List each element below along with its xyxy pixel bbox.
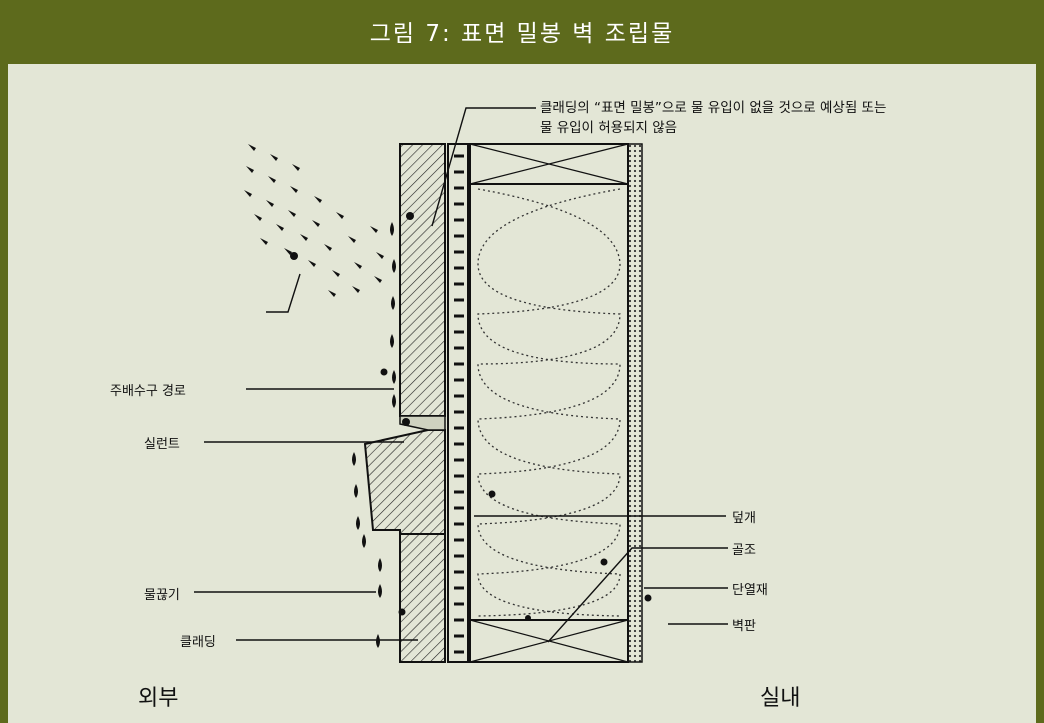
wall-diagram [194, 107, 728, 663]
figure-title: 그림 7: 표면 밀봉 벽 조립물 [369, 21, 675, 47]
stud-cavity [469, 143, 629, 663]
label-insulation: 단열재 [732, 583, 768, 598]
sheathing-strip [447, 143, 469, 663]
label-cladding: 클래딩 [180, 635, 216, 650]
label-drainage-path: 주배수구 경로 [110, 384, 186, 399]
insulation-batt [477, 188, 621, 617]
label-sealant: 실런트 [144, 437, 180, 452]
sealant-joint [399, 415, 446, 431]
trim-piece [363, 429, 446, 535]
sealant-bead [402, 418, 410, 426]
label-wallboard: 벽판 [732, 619, 756, 634]
water-film [352, 212, 652, 648]
sheathing-ticks [454, 154, 464, 654]
cladding-lower [399, 533, 446, 663]
label-framing: 골조 [732, 543, 756, 558]
leader-annotation [431, 107, 536, 227]
label-exterior: 외부 [138, 686, 179, 711]
label-interior: 실내 [760, 686, 801, 711]
annotation-line-1: 클래딩의 “표면 밀봉”으로 물 유입이 없을 것으로 예상됨 또는 [540, 100, 887, 116]
leader-framing [547, 547, 728, 643]
label-sheathing: 덮개 [732, 511, 756, 526]
diagram-panel: 클래딩의 “표면 밀봉”으로 물 유입이 없을 것으로 예상됨 또는 물 유입이… [8, 64, 1036, 723]
annotation-note: 클래딩의 “표면 밀봉”으로 물 유입이 없을 것으로 예상됨 또는 물 유입이… [540, 98, 886, 138]
rain-drops [244, 144, 384, 297]
label-drip-edge: 물끊기 [144, 588, 180, 603]
leader-lines [194, 107, 728, 643]
wallboard [627, 143, 643, 663]
annotation-line-2: 물 유입이 허용되지 않음 [540, 120, 678, 136]
leader-raindrop [266, 273, 301, 313]
cladding-upper [399, 143, 446, 417]
